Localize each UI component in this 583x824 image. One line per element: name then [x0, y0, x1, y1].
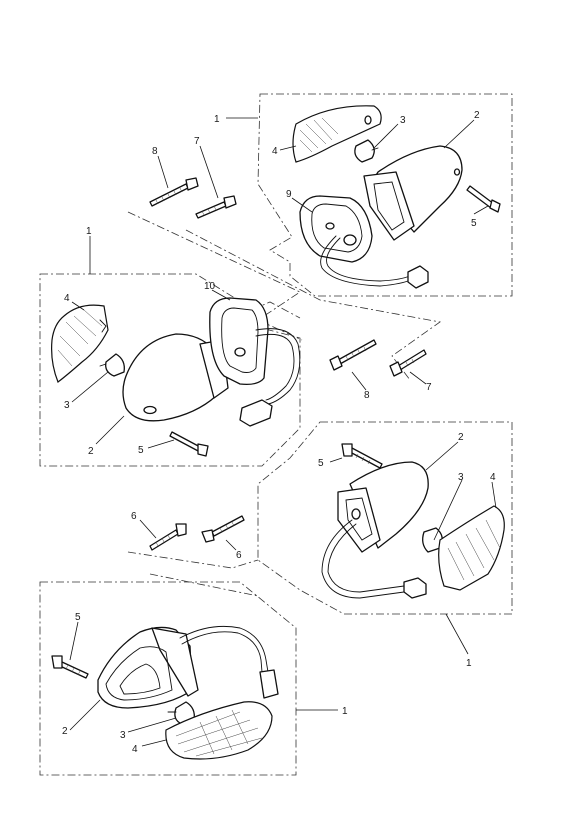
callout-4: 4 [272, 146, 278, 157]
callout-3: 3 [64, 400, 70, 411]
screw-7-top [195, 195, 237, 219]
wire-bottom-left [179, 625, 269, 673]
callout-2: 2 [474, 110, 480, 121]
connector-line-low [127, 551, 259, 569]
indicator-body-top-right [363, 145, 463, 241]
callout-6: 6 [131, 511, 137, 522]
screw-5-left [169, 431, 209, 457]
callout-7: 7 [426, 382, 432, 393]
callout-1: 1 [214, 114, 220, 125]
connector-line-top [127, 211, 303, 341]
lens-bottom-left [165, 701, 273, 760]
callout-3: 3 [400, 115, 406, 126]
indicator-assembly-top-right [292, 105, 501, 289]
callout-7: 7 [194, 136, 200, 147]
callout-6: 6 [236, 550, 242, 561]
screw-5-top-right [466, 185, 501, 213]
indicator-body-bottom-left [97, 626, 199, 709]
group-outline-mid-right [257, 421, 513, 615]
connector-bottom-left [259, 669, 279, 699]
callout-1: 1 [466, 658, 472, 669]
callout-2: 2 [458, 432, 464, 443]
callout-4: 4 [490, 472, 496, 483]
callout-8: 8 [364, 390, 370, 401]
indicator-assembly-bottom-left [51, 625, 279, 760]
screw-7-mid [389, 349, 427, 377]
indicator-body-mid-right [337, 461, 429, 553]
group-outline-left [39, 273, 301, 467]
wire-bottom-left-b [181, 631, 263, 673]
wire-top-right-b [326, 237, 411, 282]
callout-8: 8 [152, 146, 158, 157]
connector-left [239, 399, 273, 427]
connector-top-right [407, 265, 429, 289]
bulb-left [99, 353, 125, 377]
callout-3: 3 [120, 730, 126, 741]
callout-labels: 1 3 2 4 8 7 9 5 1 10 4 3 8 7 2 5 2 5 3 4… [62, 110, 496, 755]
connector-mid-right [403, 577, 427, 599]
callout-9: 9 [286, 189, 292, 200]
screw-5-mid-right [341, 443, 383, 469]
wire-mid-right-b [327, 523, 405, 593]
gasket-top-right [299, 195, 373, 263]
screw-5-bottom-left [51, 655, 89, 679]
callout-5: 5 [75, 612, 81, 623]
wire-left [255, 328, 301, 405]
gasket-left [209, 297, 269, 386]
indicator-assembly-mid-right [321, 443, 505, 599]
screw-6-right [201, 515, 245, 543]
callout-2: 2 [88, 446, 94, 457]
callout-5: 5 [138, 445, 144, 456]
lens-mid-right [438, 505, 505, 591]
callout-1: 1 [86, 226, 92, 237]
leader-lines [69, 117, 497, 747]
indicator-assembly-left [51, 297, 301, 457]
bulb-top-right [354, 139, 379, 163]
callout-5: 5 [318, 458, 324, 469]
callout-3: 3 [458, 472, 464, 483]
screw-8-top [149, 177, 199, 207]
callout-5: 5 [471, 218, 477, 229]
callout-1: 1 [342, 706, 348, 717]
group-outline-top-right [257, 93, 513, 297]
callout-4: 4 [132, 744, 138, 755]
lens-top-right [292, 105, 382, 163]
group-outline-bottom-left [39, 581, 297, 776]
wire-left-b [255, 333, 295, 401]
callout-4: 4 [64, 293, 70, 304]
callout-2: 2 [62, 726, 68, 737]
screw-6-left [149, 523, 187, 551]
callout-10: 10 [204, 281, 216, 292]
wire-top-right [320, 235, 411, 287]
wire-mid-right [321, 519, 405, 599]
lens-left [51, 304, 109, 383]
screw-8-mid [329, 339, 377, 371]
connector-line-low-b [149, 573, 259, 597]
